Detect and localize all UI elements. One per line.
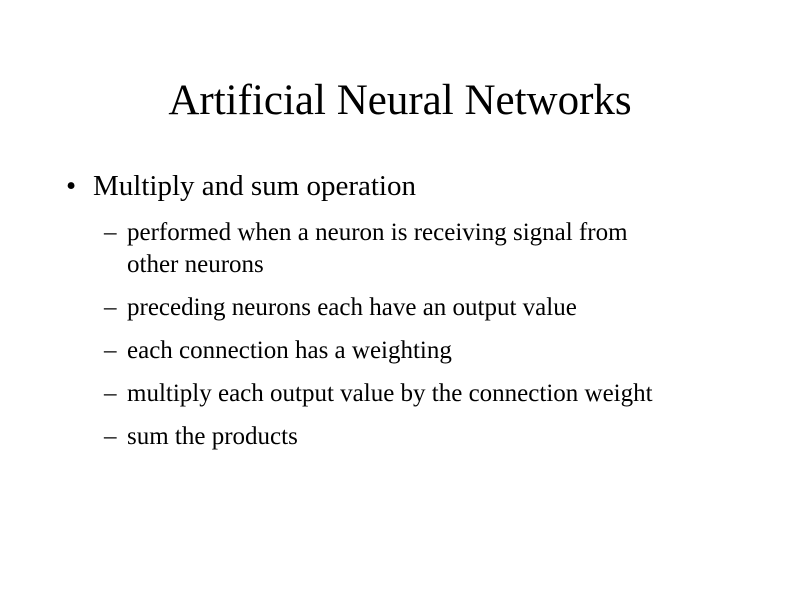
sub-bullet-text: performed when a neuron is receiving sig… [127,219,628,246]
sub-bullet-text: sum the products [127,423,298,450]
sub-bullet-text: other neurons [127,251,264,278]
sub-bullet-text: multiply each output value by the connec… [127,380,653,407]
sub-bullet-text: preceding neurons each have an output va… [127,294,577,321]
slide-title: Artificial Neural Networks [168,77,632,124]
dash-icon: – [104,219,117,246]
dash-icon: – [104,380,117,407]
sub-bullet-text: each connection has a weighting [127,337,452,364]
bullet-text: Multiply and sum operation [93,170,416,202]
dash-icon: – [104,337,117,364]
dash-icon: – [104,423,117,450]
bullet-icon: • [66,170,77,202]
dash-icon: – [104,294,117,321]
